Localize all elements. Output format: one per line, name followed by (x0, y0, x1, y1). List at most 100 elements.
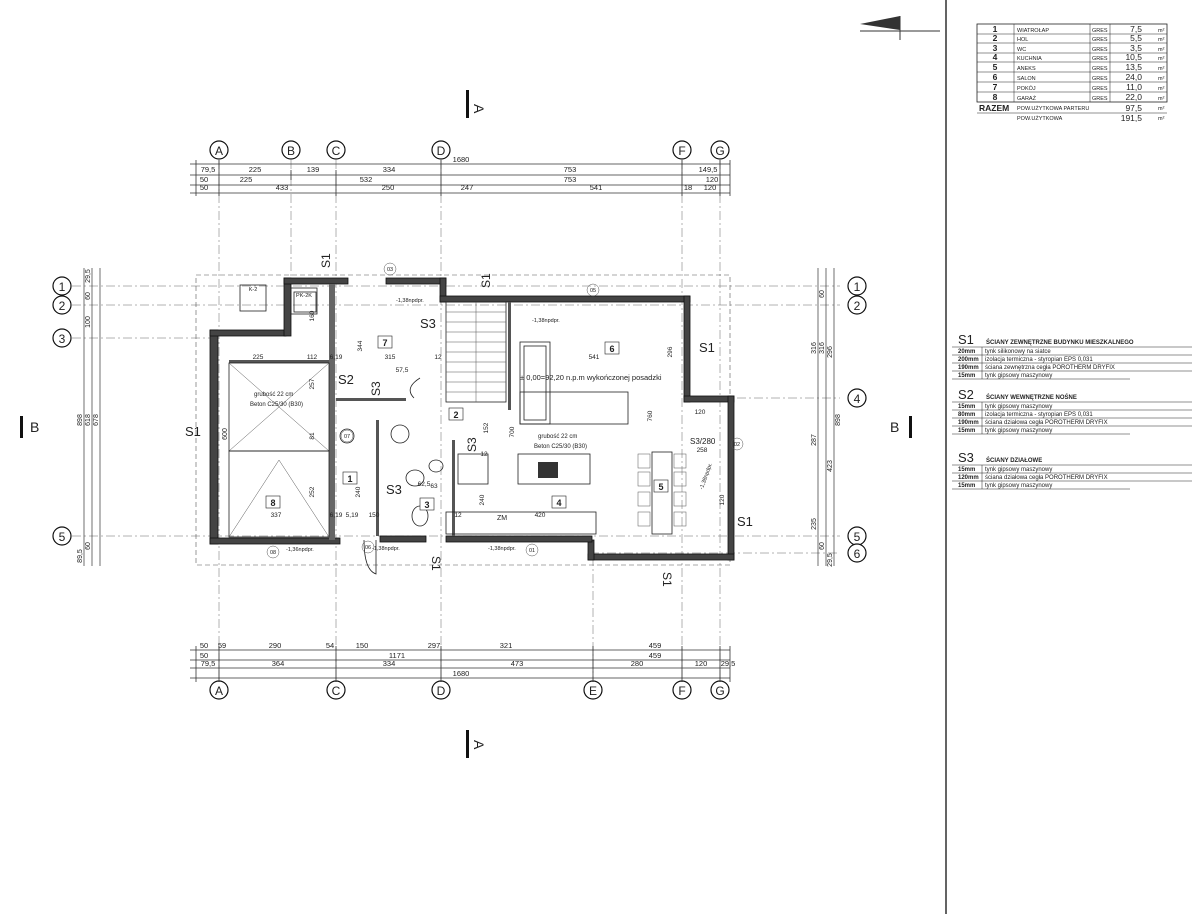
svg-text:5,19: 5,19 (346, 512, 359, 519)
svg-text:2: 2 (854, 299, 861, 313)
svg-text:1: 1 (854, 280, 861, 294)
slab-notes: grubość 22 cm Beton C25/30 (B30) grubość… (250, 392, 587, 450)
svg-text:C: C (332, 684, 341, 698)
svg-text:S1: S1 (429, 556, 443, 571)
svg-text:07: 07 (344, 434, 350, 440)
svg-text:50: 50 (200, 175, 208, 184)
axis-bubble-right-6: 6 (847, 543, 867, 563)
svg-text:-1,38npdpr.: -1,38npdpr. (396, 298, 424, 304)
svg-text:K-2: K-2 (249, 287, 258, 293)
svg-text:364: 364 (272, 659, 285, 668)
axis-bubble-left-1: 1 (52, 276, 72, 296)
inner-dimensions: 225 112 315 541 257 344 57,5 81 240 252 … (253, 310, 726, 519)
room-table-name-8: GARAŻ (1017, 95, 1037, 102)
room-table-area-4: 10,5 (1125, 52, 1142, 62)
svg-text:100: 100 (85, 316, 92, 328)
svg-text:423: 423 (827, 460, 834, 472)
svg-text:03: 03 (387, 267, 393, 273)
svg-text:ŚCIANY WEWNĘTRZNE NOŚNE: ŚCIANY WEWNĘTRZNE NOŚNE (986, 394, 1077, 401)
svg-text:m²: m² (1158, 96, 1165, 102)
svg-text:12: 12 (480, 451, 488, 458)
axis-bubble-top-G: G (710, 140, 730, 160)
svg-text:08: 08 (270, 550, 276, 556)
grid-axes (72, 160, 840, 680)
window-mark-06: 08 (266, 545, 280, 559)
axis-bubble-top-B: B (281, 140, 301, 160)
svg-text:120: 120 (695, 659, 708, 668)
level-note: ± 0,00=92,20 n.p.m wykończonej posadzki (520, 373, 662, 382)
svg-text:GRES: GRES (1092, 37, 1108, 43)
svg-text:S1: S1 (699, 340, 715, 355)
svg-text:12: 12 (434, 354, 442, 361)
svg-text:S2: S2 (958, 387, 974, 402)
svg-text:tynk gipsowy maszynowy: tynk gipsowy maszynowy (985, 483, 1052, 489)
svg-text:G: G (715, 684, 724, 698)
svg-text:grubość 22 cm: grubość 22 cm (538, 434, 577, 440)
svg-text:420: 420 (535, 512, 546, 519)
svg-text:459: 459 (649, 641, 662, 650)
room-tag-5: 5 (653, 479, 669, 493)
svg-text:2: 2 (59, 299, 66, 313)
svg-text:225: 225 (240, 175, 253, 184)
svg-text:tynk gipsowy maszynowy: tynk gipsowy maszynowy (985, 428, 1052, 434)
svg-text:A: A (471, 740, 487, 750)
svg-text:240: 240 (479, 494, 486, 505)
svg-text:63: 63 (430, 483, 438, 490)
window-mark-05: 05 (586, 283, 600, 297)
dimension-labels-top: 1680 79,5 225 139 334 753 149,5 50 225 5… (200, 155, 718, 192)
room-table-name-5: ANEKS (1017, 66, 1036, 72)
svg-text:-1,38npdpr.: -1,38npdpr. (699, 462, 714, 491)
axis-bubbles-right: 1 2 4 5 6 (847, 276, 867, 563)
svg-text:120: 120 (695, 409, 706, 416)
svg-text:ściana działowa cegła POROTHER: ściana działowa cegła POROTHERM DRYFIX (985, 475, 1108, 481)
svg-text:29,5: 29,5 (85, 269, 92, 283)
room-table-area-7: 11,0 (1126, 82, 1142, 92)
svg-text:89,5: 89,5 (77, 549, 84, 563)
svg-text:B: B (287, 144, 295, 158)
svg-text:S1: S1 (660, 572, 674, 587)
svg-text:315: 315 (385, 354, 396, 361)
svg-text:700: 700 (509, 426, 516, 437)
svg-text:C: C (332, 144, 341, 158)
svg-text:D: D (437, 684, 446, 698)
dimension-labels-left: 29,5 60 100 600 618 678 898 60 89,5 (77, 269, 229, 563)
svg-text:S1: S1 (737, 514, 753, 529)
section-markers: A A B B (20, 90, 912, 758)
svg-text:A: A (471, 104, 487, 114)
svg-text:05: 05 (590, 288, 596, 294)
axis-bubble-bottom-D: D (431, 680, 451, 700)
svg-text:316: 316 (819, 342, 826, 354)
svg-text:-1,36npdpr.: -1,36npdpr. (286, 547, 314, 553)
svg-text:753: 753 (564, 165, 577, 174)
room-tag-1: 1 (342, 471, 358, 485)
svg-text:-1,38npdpr.: -1,38npdpr. (372, 546, 400, 552)
svg-text:ŚCIANY ZEWNĘTRZNE BUDYNKU MIES: ŚCIANY ZEWNĘTRZNE BUDYNKU MIESZKALNEGO (986, 339, 1134, 346)
axis-bubble-right-5: 5 (847, 526, 867, 546)
svg-text:B: B (30, 419, 39, 435)
svg-text:257: 257 (309, 378, 316, 389)
svg-text:S3: S3 (958, 450, 974, 465)
svg-text:541: 541 (590, 183, 603, 192)
svg-text:1: 1 (347, 474, 352, 484)
window-mark-07: 07 (340, 429, 354, 443)
svg-text:tynk gipsowy maszynowy: tynk gipsowy maszynowy (985, 467, 1052, 473)
svg-text:m²: m² (1158, 76, 1165, 82)
axis-bubble-bottom-A: A (209, 680, 229, 700)
svg-text:6,19: 6,19 (330, 512, 343, 519)
svg-text:ŚCIANY DZIAŁOWE: ŚCIANY DZIAŁOWE (986, 457, 1042, 464)
svg-text:79,5: 79,5 (201, 659, 216, 668)
room-table-no-8: 8 (993, 92, 998, 102)
room-tag-6: 6 (604, 341, 620, 355)
svg-text:191,5: 191,5 (1121, 113, 1143, 123)
svg-text:50: 50 (200, 641, 208, 650)
svg-text:60: 60 (819, 290, 826, 298)
svg-text:POW.UŻYTKOWA: POW.UŻYTKOWA (1017, 115, 1063, 122)
window-mark-08: 06 (361, 540, 375, 554)
axis-bubble-top-C: C (326, 140, 346, 160)
svg-text:m²: m² (1158, 37, 1165, 43)
axis-bubble-bottom-E: E (583, 680, 603, 700)
svg-text:12: 12 (454, 512, 462, 519)
svg-text:120mm: 120mm (958, 475, 979, 481)
room-tag-3: 3 (419, 497, 435, 511)
